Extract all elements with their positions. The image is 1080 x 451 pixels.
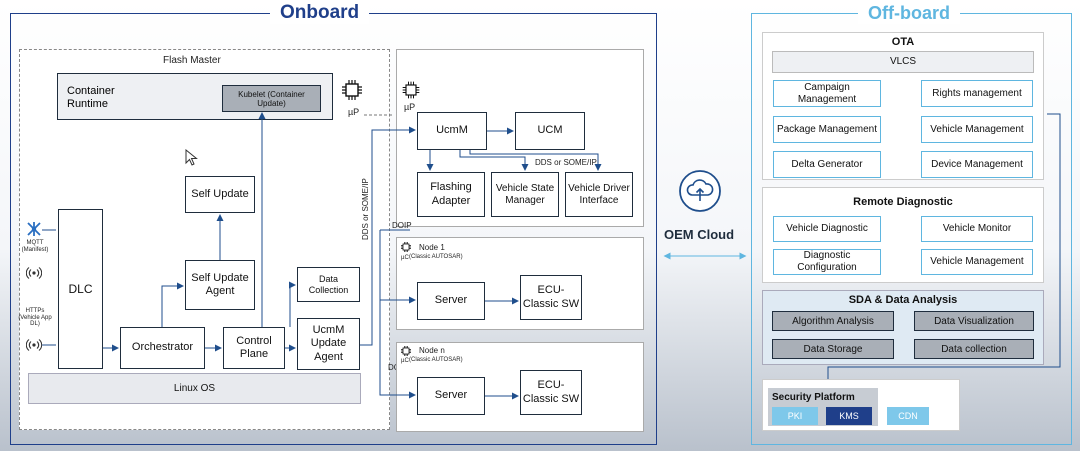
ucmm-update-agent-box: UcmM Update Agent [297,318,360,370]
chip-icon [342,80,362,100]
dlc-box: DLC [58,209,103,369]
package-management-box: Package Management [773,116,881,143]
wireless-icon [26,339,42,351]
kubelet-box: Kubelet (Container Update) [222,85,321,112]
pki-box: PKI [772,407,818,425]
ucmm-box: UcmM [417,112,487,150]
ecu-classic-box: ECU-Classic SW [520,275,582,320]
noden-label: Node n [419,346,445,355]
vlcs-box: VLCS [772,51,1034,73]
network-icon [27,222,41,236]
device-management-box: Device Management [921,151,1033,178]
kms-box: KMS [826,407,872,425]
linux-os-box: Linux OS [28,373,361,404]
security-platform-title: Security Platform [772,392,855,403]
cloud-upload-icon [679,170,721,212]
up-label-2: µP [404,102,416,112]
orchestrator-box: Orchestrator [120,327,205,369]
data-collection-box: Data collection [914,339,1034,359]
container-runtime-label: Container Runtime [67,85,115,111]
vehicle-diagnostic-box: Vehicle Diagnostic [773,216,881,242]
ecu-classic-box: ECU-Classic SW [520,370,582,415]
node1-label: Node 1 [419,243,445,252]
chip-icon [401,346,411,356]
chip-icon [401,242,411,252]
delta-generator-box: Delta Generator [773,151,881,178]
ucmm-update-agent-label: UcmM Update Agent [310,324,347,363]
chip-icon [402,81,420,99]
cursor-icon [185,149,198,166]
noden-up: µC [401,358,409,364]
offboard-title: Off-board [858,3,960,24]
self-update-agent-box: Self Update Agent [185,260,255,310]
ucm-box: UCM [515,112,585,150]
flash-master-label: Flash Master [163,55,221,66]
vehicle-management-box: Vehicle Management [921,249,1033,275]
vehicle-management-box: Vehicle Management [921,116,1033,143]
server-box: Server [417,377,485,415]
diagnostic-configuration-box: Diagnostic Configuration [773,249,881,275]
up-label-1: µP [348,107,360,117]
algorithm-analysis-box: Algorithm Analysis [772,311,894,331]
vehicle-driver-interface-box: Vehicle Driver Interface [565,172,633,217]
oem-cloud-label: OEM Cloud [664,227,735,242]
remote-diagnostic-title: Remote Diagnostic [853,196,953,208]
dds-some-ip-label: DDS or SOME/IP [535,158,597,167]
cdn-box: CDN [887,407,929,425]
wireless-icon [26,267,42,279]
node1-sub: (Classic AUTOSAR) [409,254,463,260]
ota-title: OTA [891,36,915,48]
control-plane-box: Control Plane [223,327,285,369]
node1-up: µC [401,255,409,261]
data-storage-box: Data Storage [772,339,894,359]
mqtt-label: MQTT (Manifest) [21,240,49,253]
https-label: HTTPs (Vehicle App DL) [18,308,52,328]
flashing-adapter-box: Flashing Adapter [417,172,485,217]
rights-management-box: Rights management [921,80,1033,107]
data-collection-box: Data Collection [297,267,360,302]
vehicle-monitor-box: Vehicle Monitor [921,216,1033,242]
sda-title: SDA & Data Analysis [848,294,958,306]
onboard-title: Onboard [270,2,370,24]
self-update-box: Self Update [185,176,255,213]
noden-sub: (Classic AUTOSAR) [409,357,463,363]
campaign-management-box: Campaign Management [773,80,881,107]
dds-vertical-label: DDS or SOME/IP [361,178,370,240]
vehicle-state-manager-box: Vehicle State Manager [491,172,559,217]
server-box: Server [417,282,485,320]
doip-label-1: DOIP [392,221,412,230]
data-visualization-box: Data Visualization [914,311,1034,331]
